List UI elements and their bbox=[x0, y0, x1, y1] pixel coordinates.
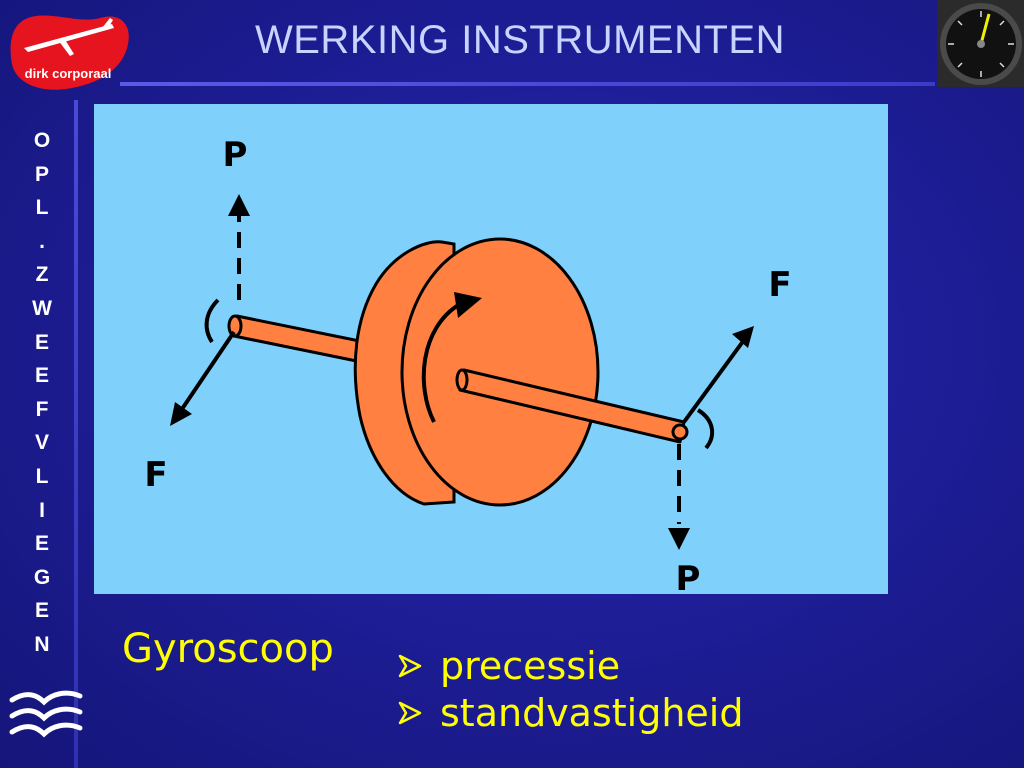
sidebar-letter: W bbox=[32, 296, 52, 320]
sidebar-divider bbox=[74, 100, 78, 768]
arrow-p-down-head bbox=[668, 528, 690, 550]
sidebar-letter: E bbox=[34, 364, 49, 388]
bullet-list: precessie standvastigheid bbox=[398, 642, 743, 736]
page-title: WERKING INSTRUMENTEN bbox=[255, 18, 785, 62]
rotation-arrowhead bbox=[454, 292, 482, 318]
variometer-icon bbox=[937, 0, 1024, 87]
gyroscope-diagram: P F F P bbox=[94, 104, 888, 599]
axle-left-end bbox=[227, 314, 243, 338]
arrow-f-left-head bbox=[170, 402, 192, 426]
sidebar-letter: E bbox=[34, 532, 49, 556]
birds-icon bbox=[8, 686, 84, 746]
axle-right-center bbox=[455, 368, 469, 392]
sidebar-letter: O bbox=[33, 129, 51, 152]
arrow-f-right bbox=[682, 338, 746, 424]
bullet-text: standvastigheid bbox=[440, 690, 744, 735]
bullet-item: precessie bbox=[398, 642, 743, 689]
glider-icon bbox=[24, 18, 114, 56]
arrow-p-up-head bbox=[228, 194, 250, 216]
rotation-arrow bbox=[421, 302, 462, 423]
sidebar-letter: V bbox=[34, 431, 49, 455]
sidebar-letter: E bbox=[34, 599, 49, 623]
arrow-bullet-icon bbox=[398, 654, 422, 677]
arrow-f-right-head bbox=[732, 326, 754, 348]
force-arc-right bbox=[696, 408, 715, 450]
diagram-caption: Gyroscoop bbox=[122, 626, 334, 672]
label-p-bottom: P bbox=[676, 559, 701, 594]
sidebar-letter: L bbox=[35, 464, 49, 488]
gyroscope-disc bbox=[353, 237, 600, 507]
sidebar-letter: Z bbox=[35, 263, 49, 287]
bullet-text: precessie bbox=[440, 643, 621, 688]
title-divider bbox=[120, 82, 935, 86]
sidebar-letter: N bbox=[34, 632, 50, 656]
axle-right-end bbox=[671, 423, 689, 441]
force-arc-left bbox=[204, 298, 220, 344]
arrow-bullet-icon bbox=[398, 701, 422, 724]
arrow-f-left bbox=[178, 330, 236, 414]
sidebar-letter: L bbox=[35, 196, 49, 220]
label-f-left: F bbox=[144, 455, 167, 495]
sidebar-letter: G bbox=[33, 565, 51, 589]
label-p-top: P bbox=[223, 135, 248, 175]
sidebar-letter: . bbox=[39, 229, 45, 253]
sidebar-letter: I bbox=[39, 498, 45, 522]
sidebar-letter: P bbox=[34, 162, 49, 186]
bullet-item: standvastigheid bbox=[398, 689, 743, 736]
sidebar-letter: F bbox=[35, 397, 49, 421]
logo: dirk corporaal bbox=[8, 10, 132, 94]
sidebar-letter: E bbox=[34, 330, 49, 354]
label-f-right: F bbox=[768, 265, 791, 305]
logo-text: dirk corporaal bbox=[25, 66, 112, 81]
